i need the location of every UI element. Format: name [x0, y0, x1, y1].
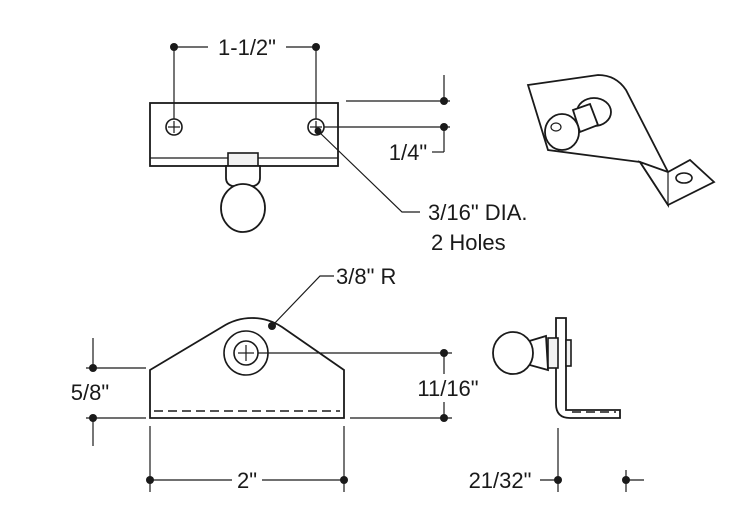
dim-base-height: 5/8"	[71, 338, 146, 446]
label-hole-offset: 1/4"	[389, 140, 427, 165]
label-side-offset: 21/32"	[469, 468, 532, 493]
side-view-ball	[492, 331, 534, 375]
side-view: 21/32"	[469, 317, 644, 493]
top-view-ball-neck	[225, 165, 261, 187]
side-view-bracket	[555, 317, 621, 419]
iso-base-flange	[637, 158, 716, 207]
label-hole-spacing: 1-1/2"	[218, 35, 276, 60]
dim-base-width: 2"	[146, 426, 348, 493]
dim-hole-diameter: 3/16" DIA. 2 Holes	[314, 127, 528, 255]
front-view-plate	[149, 317, 345, 419]
top-view: 1-1/2" 1/4" 3/16" DIA. 2 Holes	[149, 35, 528, 255]
side-view-stud-back	[565, 339, 572, 367]
side-view-stud-flange	[547, 337, 559, 369]
label-base-width: 2"	[237, 468, 257, 493]
iso-flange-hole-icon	[675, 172, 693, 184]
dim-radius: 3/8" R	[268, 264, 396, 330]
top-view-stud-base	[227, 152, 259, 167]
dim-hole-spacing: 1-1/2"	[170, 35, 320, 119]
label-radius: 3/8" R	[336, 264, 396, 289]
dim-side-offset: 21/32"	[469, 428, 644, 493]
dim-ball-height: 11/16"	[258, 349, 490, 422]
label-hole-dia-line1: 3/16" DIA.	[428, 200, 528, 225]
label-hole-dia-line2: 2 Holes	[431, 230, 506, 255]
iso-ball	[544, 113, 580, 151]
dim-hole-offset: 1/4"	[324, 75, 450, 165]
hole-left-icon	[165, 118, 183, 136]
top-view-ball	[220, 183, 266, 233]
front-view: 3/8" R 5/8" 11/16"	[71, 264, 490, 493]
isometric-view	[526, 74, 716, 209]
label-base-height: 5/8"	[71, 380, 109, 405]
label-ball-height: 11/16"	[417, 376, 478, 401]
